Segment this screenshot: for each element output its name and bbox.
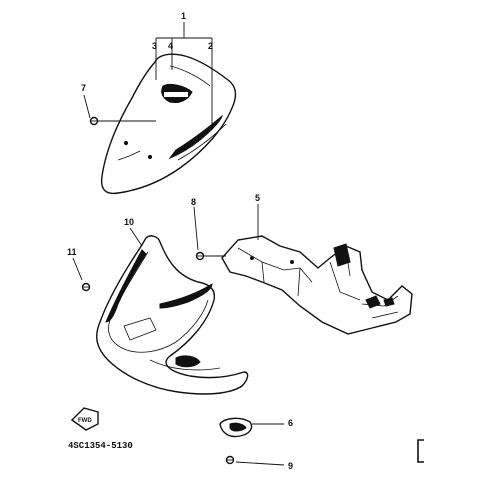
screw-9-icon	[225, 455, 285, 466]
inner-panel-part	[221, 235, 413, 335]
page-bracket-mark	[417, 439, 424, 463]
callout-1: 1	[181, 11, 186, 21]
callout-8: 8	[191, 197, 196, 207]
callout-6: 6	[288, 418, 293, 428]
screw-8-icon	[195, 251, 205, 261]
screw-11-icon	[81, 282, 91, 292]
callout-7: 7	[81, 83, 86, 93]
callout-11: 11	[67, 247, 77, 257]
diagram-code: 4SC1354-5130	[68, 441, 133, 451]
callout-leaders-left	[72, 227, 143, 281]
callout-leaders-mid	[193, 204, 259, 257]
small-cover-part	[219, 417, 284, 438]
fwd-arrow-icon: FWD	[70, 407, 99, 431]
callout-4: 4	[168, 41, 173, 51]
fwd-label: FWD	[78, 418, 92, 424]
callout-5: 5	[255, 193, 260, 203]
front-fender-part	[100, 53, 237, 195]
screw-7-icon	[89, 116, 99, 126]
front-cowl-part	[96, 235, 249, 395]
callout-2: 2	[208, 41, 213, 51]
callout-leaders-top	[83, 22, 213, 130]
callout-10: 10	[124, 217, 134, 227]
callout-3: 3	[152, 41, 157, 51]
callout-9: 9	[288, 461, 293, 471]
